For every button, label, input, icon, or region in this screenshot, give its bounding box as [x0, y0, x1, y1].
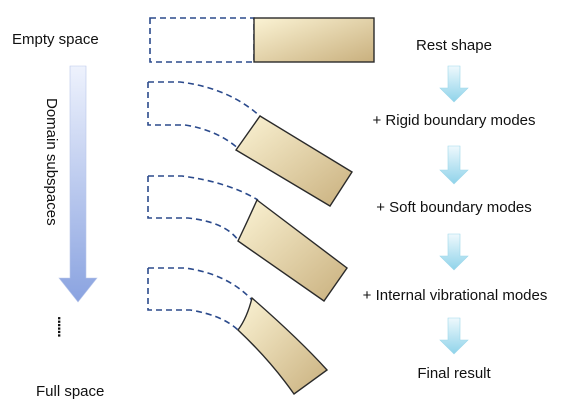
- rigid-mode-outline: [147, 81, 263, 151]
- step-final-result: Final result: [417, 365, 491, 382]
- ellipsis-label: ......: [54, 316, 71, 337]
- full-space-label: Full space: [36, 383, 105, 400]
- down-arrow-icon: [439, 145, 469, 185]
- domain-subspaces-label: Domain subspaces: [43, 98, 60, 226]
- down-arrow-icon: [439, 65, 469, 103]
- step-rigid-boundary-modes: + Rigid boundary modes: [372, 112, 536, 129]
- rest-shape: [253, 17, 375, 63]
- down-arrow-icon: [439, 233, 469, 271]
- step-internal-vibrational-modes: + Internal vibrational modes: [362, 287, 548, 304]
- step-rest-shape: Rest shape: [416, 37, 492, 54]
- soft-mode-outline: [147, 175, 259, 241]
- rigid-mode-shape: [234, 115, 353, 207]
- vibrational-mode-outline: [147, 267, 253, 331]
- vibrational-mode-shape: [237, 296, 329, 395]
- axis-arrow-icon: [58, 65, 98, 303]
- soft-mode-shape: [237, 198, 348, 302]
- rest-shape-outline: [149, 17, 255, 63]
- empty-space-label: Empty space: [12, 31, 99, 48]
- step-soft-boundary-modes: + Soft boundary modes: [376, 199, 532, 216]
- down-arrow-icon: [439, 317, 469, 355]
